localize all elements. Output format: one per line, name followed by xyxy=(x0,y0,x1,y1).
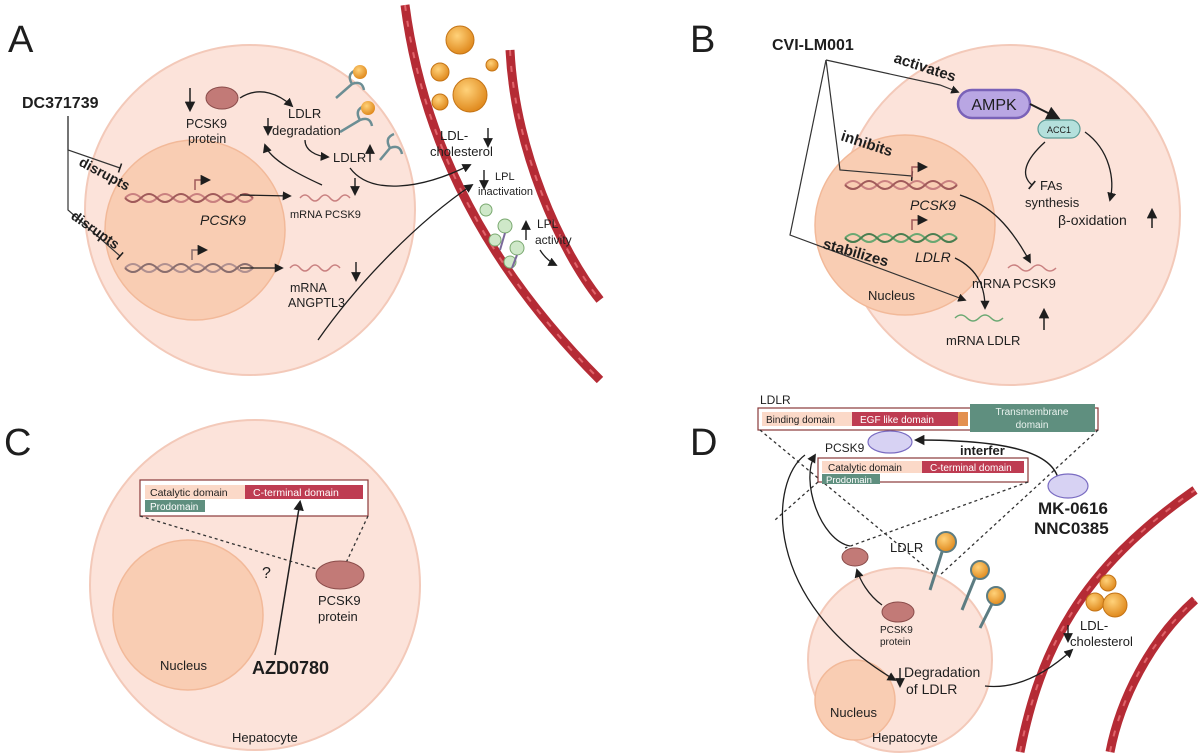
mrna-pcsk9-label-b: mRNA PCSK9 xyxy=(972,276,1056,291)
transmembrane-domain-bar xyxy=(970,404,1095,432)
prodomain-bar-c xyxy=(145,500,205,512)
drug-dc371739: DC371739 xyxy=(22,95,99,112)
pcsk9-protein-shape-d xyxy=(881,601,915,623)
ampk-label: AMPK xyxy=(971,97,1017,114)
prodomain-label-c: Prodomain xyxy=(150,502,198,513)
interfer-label: interfer xyxy=(960,443,1005,458)
nucleus-label-b: Nucleus xyxy=(868,288,915,303)
panel-letter-c: C xyxy=(4,422,31,464)
catalytic-domain-label-c: Catalytic domain xyxy=(150,487,228,499)
nucleus-c xyxy=(112,539,264,691)
nucleus-a xyxy=(104,139,286,321)
cterminal-domain-label-c: C-terminal domain xyxy=(253,487,339,499)
lpl-activity-label-2: activity xyxy=(535,233,572,247)
ldl-cholesterol-label-2-d: cholesterol xyxy=(1070,634,1133,649)
mrna-angptl3-label-1: mRNA xyxy=(290,281,327,295)
lpl-activity-label-1: LPL xyxy=(537,217,559,231)
panel-d: D LDLR Binding domain EGF like domain Tr… xyxy=(690,393,1198,753)
ldl-cholesterol-label-2-a: cholesterol xyxy=(430,144,493,159)
binding-domain-bar xyxy=(762,412,852,426)
panel-a: A DC371739 disrupts disrupts PCSK9 xyxy=(8,4,604,384)
gene-ldlr-b: LDLR xyxy=(915,249,951,265)
acc1-node xyxy=(1037,119,1081,139)
blood-vessel-d xyxy=(1015,486,1198,753)
fas-label-1: FAs xyxy=(1040,178,1063,193)
egf-domain-bar xyxy=(852,412,958,426)
ldl-particles-a xyxy=(430,25,499,113)
binding-domain-label: Binding domain xyxy=(766,415,835,426)
dna-pcsk9-b xyxy=(844,161,958,190)
prodomain-bar-d xyxy=(822,474,880,484)
blood-vessel-a xyxy=(400,4,604,384)
inhibitor-shape-d xyxy=(1047,473,1089,499)
ldlr-degradation-label-2-a: degradation xyxy=(272,123,341,138)
transmembrane-label-1: Transmembrane xyxy=(996,407,1069,418)
ldl-particles-d xyxy=(1085,574,1128,618)
catalytic-domain-label-d: Catalytic domain xyxy=(828,463,902,474)
transmembrane-label-2: domain xyxy=(1016,420,1049,431)
hepatocyte-label-c: Hepatocyte xyxy=(232,730,298,745)
pcsk9-extracellular-shape-d xyxy=(841,547,869,567)
pcsk9-protein-label-1-a: PCSK9 xyxy=(186,117,227,131)
mrna-ldlr-label-b: mRNA LDLR xyxy=(946,333,1020,348)
nucleus-label-d: Nucleus xyxy=(830,705,877,720)
cterminal-domain-bar-d xyxy=(922,461,1024,473)
ldl-cholesterol-label-1-a: LDL- xyxy=(440,128,468,143)
nucleus-label-c: Nucleus xyxy=(160,658,207,673)
drug-azd0780: AZD0780 xyxy=(252,658,329,678)
ldl-cholesterol-label-1-d: LDL- xyxy=(1080,618,1108,633)
question-mark-c: ? xyxy=(262,565,271,582)
pcsk9-protein-label-1-c: PCSK9 xyxy=(318,593,361,608)
pcsk9-protein-label-2-d: protein xyxy=(880,637,911,648)
degradation-label-1: Degradation xyxy=(904,664,980,680)
pcsk9-protein-label-1-d: PCSK9 xyxy=(880,625,913,636)
beta-oxidation-label: β-oxidation xyxy=(1058,212,1127,228)
catalytic-domain-bar-d xyxy=(822,461,922,473)
ldlr-receptors-a xyxy=(335,65,404,161)
cterminal-domain-label-d: C-terminal domain xyxy=(930,463,1012,474)
nucleus-d xyxy=(814,659,896,741)
pcsk9-protein-shape-a xyxy=(205,86,239,110)
egf-domain-label: EGF like domain xyxy=(860,415,934,426)
pcsk9-protein-label-2-a: protein xyxy=(188,132,226,146)
mrna-angptl3-label-2: ANGPTL3 xyxy=(288,296,345,310)
hepatocyte-label-d: Hepatocyte xyxy=(872,730,938,745)
ldlr-degradation-label-1-a: LDLR xyxy=(288,106,321,121)
acc1-label: ACC1 xyxy=(1047,125,1071,135)
dna-pcsk9-a xyxy=(124,174,254,203)
pcsk9-protein-shape-c xyxy=(315,560,365,590)
dna-angptl3-a xyxy=(124,244,254,273)
drug-nnc0385: NNC0385 xyxy=(1034,519,1109,538)
linker-bar xyxy=(958,412,968,426)
fas-label-2: synthesis xyxy=(1025,195,1080,210)
gene-pcsk9-a: PCSK9 xyxy=(200,212,246,228)
cterminal-domain-bar-c xyxy=(245,485,363,499)
pcsk9-label-d: PCSK9 xyxy=(825,441,865,455)
pcsk9-protein-label-2-c: protein xyxy=(318,609,358,624)
lpl-inactivation-label-2: inactivation xyxy=(478,186,533,198)
panel-letter-a: A xyxy=(8,19,34,61)
gene-pcsk9-b: PCSK9 xyxy=(910,197,956,213)
ldlr-label-a: LDLR xyxy=(333,150,366,165)
ldlr-receptors-d xyxy=(928,531,1006,629)
pcsk9-shape-d xyxy=(867,430,913,454)
panel-letter-d: D xyxy=(690,422,717,464)
panel-letter-b: B xyxy=(690,19,715,61)
catalytic-domain-bar-c xyxy=(145,485,245,499)
ldlr-label-d: LDLR xyxy=(890,540,923,555)
degradation-label-2: of LDLR xyxy=(906,681,957,697)
panel-c: C Catalytic domain C-terminal domain Pro… xyxy=(4,419,421,751)
lpl-enzymes-a xyxy=(479,203,525,269)
lpl-inactivation-label-1: LPL xyxy=(495,171,515,183)
panel-b: B CVI-LM001 activates inhibits stabilize… xyxy=(690,19,1181,386)
drug-cvi-lm001: CVI-LM001 xyxy=(772,37,854,54)
prodomain-label-d: Prodomain xyxy=(826,475,872,486)
ldlr-domain-title-d: LDLR xyxy=(760,393,791,407)
mrna-pcsk9-label-a: mRNA PCSK9 xyxy=(290,209,361,221)
dna-ldlr-b xyxy=(844,214,958,243)
drug-mk0616: MK-0616 xyxy=(1038,499,1108,518)
